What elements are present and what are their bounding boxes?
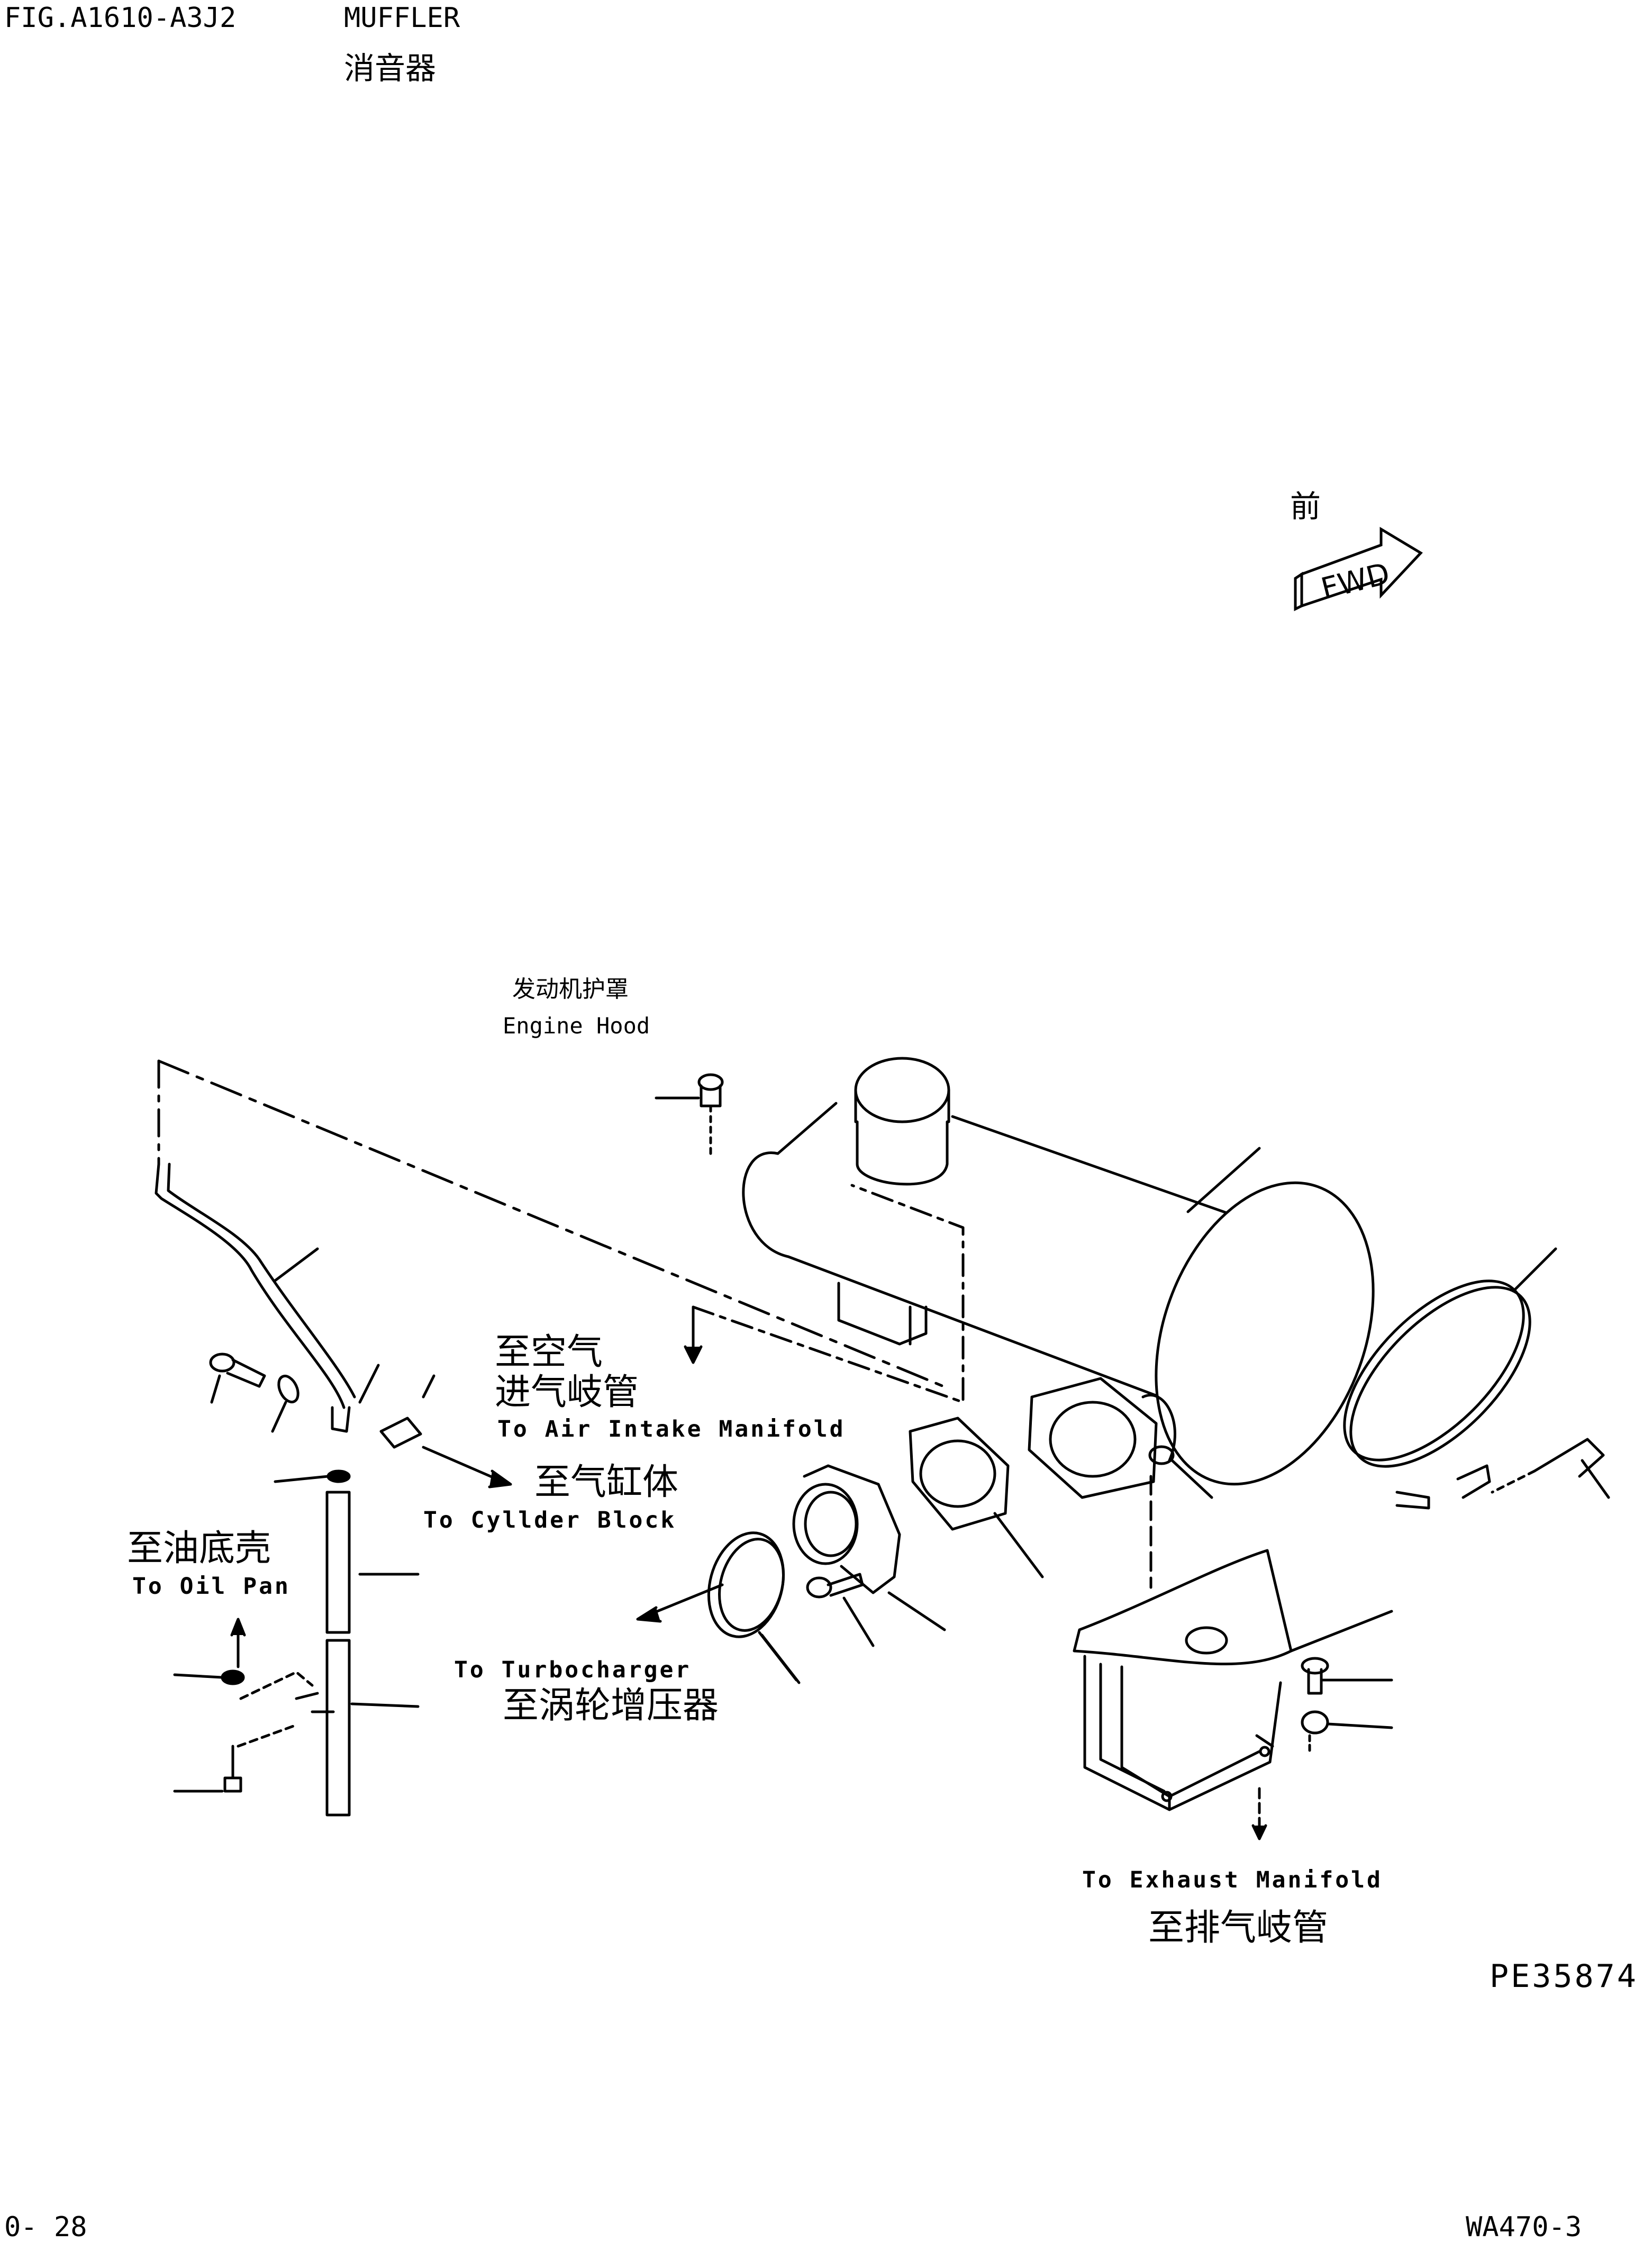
tube-segment-upper xyxy=(275,1471,418,1632)
cylinder-block-connector xyxy=(381,1376,511,1487)
air-intake-label-cn-2: 进气岐管 xyxy=(495,1372,639,1413)
model-number: WA470-3 xyxy=(1466,2211,1582,2243)
intake-arrowhead xyxy=(685,1347,701,1363)
air-intake-label-cn-1: 至空气 xyxy=(495,1331,603,1373)
bracket-bolt-nut xyxy=(1302,1658,1392,1751)
figure-title-en: MUFFLER xyxy=(344,2,460,34)
clamp-band xyxy=(1314,1249,1609,1508)
engine-hood-label-en: Engine Hood xyxy=(503,1013,650,1039)
oil-pan-connector xyxy=(175,1619,312,1791)
fwd-arrow-icon: FWD xyxy=(1291,516,1434,622)
oil-pan-label-cn: 至油底壳 xyxy=(127,1528,271,1569)
drawing-number: PE35874 xyxy=(1490,1958,1638,1995)
turbocharger-label-cn: 至涡轮增压器 xyxy=(503,1685,719,1727)
figure-number: FIG.A1610-A3J2 xyxy=(4,2,237,34)
front-label: 前 xyxy=(1290,488,1321,524)
leader-line xyxy=(1188,1148,1259,1212)
tube-segment-lower xyxy=(296,1640,418,1815)
page-number: 0- 28 xyxy=(4,2211,87,2243)
adapter-flange xyxy=(794,1466,945,1630)
turbocharger-label-en: To Turbocharger xyxy=(454,1657,692,1683)
engine-hood-dashed-line xyxy=(159,1061,950,1389)
oil-pan-label-en: To Oil Pan xyxy=(132,1573,291,1600)
muffler-body xyxy=(743,1058,1413,1514)
turbo-leader xyxy=(762,1635,799,1683)
cylinder-block-label-en: To Cyllder Block xyxy=(423,1507,677,1533)
top-bolt xyxy=(656,1075,722,1159)
hose-clamp-left xyxy=(211,1354,302,1431)
flange-bolt xyxy=(807,1574,873,1646)
exhaust-manifold-label-en: To Exhaust Manifold xyxy=(1082,1867,1383,1893)
air-intake-label-en: To Air Intake Manifold xyxy=(497,1416,846,1442)
figure-title-cn: 消音器 xyxy=(344,50,437,86)
exhaust-manifold-label-cn: 至排气岐管 xyxy=(1148,1907,1329,1949)
muffler-bracket xyxy=(1074,1550,1392,1839)
intake-dashed-line xyxy=(693,1185,963,1402)
muffler-outlet-flange xyxy=(1029,1378,1212,1587)
breather-tube-assembly xyxy=(156,1164,378,1431)
gasket xyxy=(910,1418,1042,1577)
turbo-clamp-ring xyxy=(638,1524,796,1680)
engine-hood-label-cn: 发动机护罩 xyxy=(512,976,629,1003)
cylinder-block-label-cn: 至气缸体 xyxy=(534,1462,679,1503)
